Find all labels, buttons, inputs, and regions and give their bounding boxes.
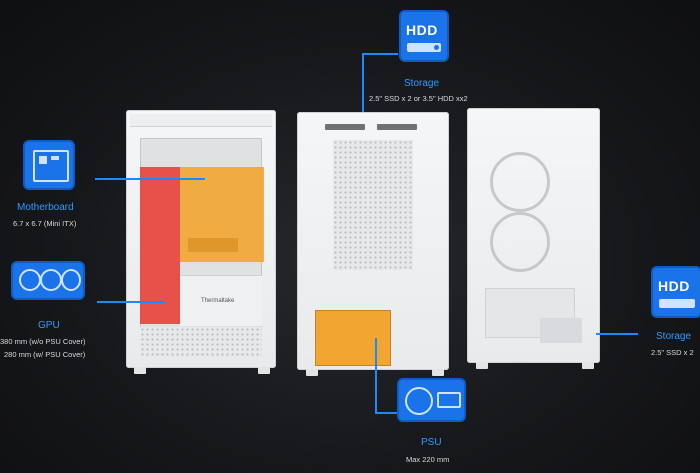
storage-right-title: Storage (656, 331, 692, 342)
psu-spec: Max 220 mm (406, 455, 450, 464)
gpu-title: GPU (38, 320, 60, 331)
brand-logo: Thermaltake (201, 298, 235, 304)
storage-right-spec: 2.5" SSD x 2 (651, 348, 694, 357)
psu-shroud (180, 275, 262, 326)
bottom-vent (140, 327, 262, 357)
case-right (467, 108, 600, 363)
hdd-bar (407, 43, 441, 52)
case-middle (297, 112, 449, 370)
motherboard-line (95, 178, 205, 180)
psu-title: PSU (421, 437, 442, 448)
gpu-icon (13, 263, 83, 298)
gpu-zone (140, 167, 180, 324)
gpu-spec2: 280 mm (w/ PSU Cover) (4, 350, 86, 359)
gpu-spec1: 380 mm (w/o PSU Cover) (0, 337, 86, 346)
psu-zone (315, 310, 391, 366)
storage-right-line (596, 333, 638, 335)
hdd-icon-right: HDD (653, 268, 700, 316)
fan-1 (490, 152, 550, 212)
case-left: Thermaltake (126, 110, 276, 368)
psu-line-v (375, 338, 377, 414)
storage-top-title: Storage (404, 78, 440, 89)
psu-icon (399, 380, 464, 420)
storage-top-spec: 2.5" SSD x 2 or 3.5" HDD xx2 (369, 94, 468, 103)
gpu-line (97, 301, 165, 303)
fan-2 (490, 212, 550, 272)
hdd-icon-top: HDD (401, 12, 447, 60)
mid-mesh (333, 140, 413, 270)
motherboard-spec: 6.7 x 6.7 (Mini ITX) (13, 219, 77, 228)
motherboard-title: Motherboard (17, 202, 74, 213)
motherboard-icon (25, 142, 73, 188)
